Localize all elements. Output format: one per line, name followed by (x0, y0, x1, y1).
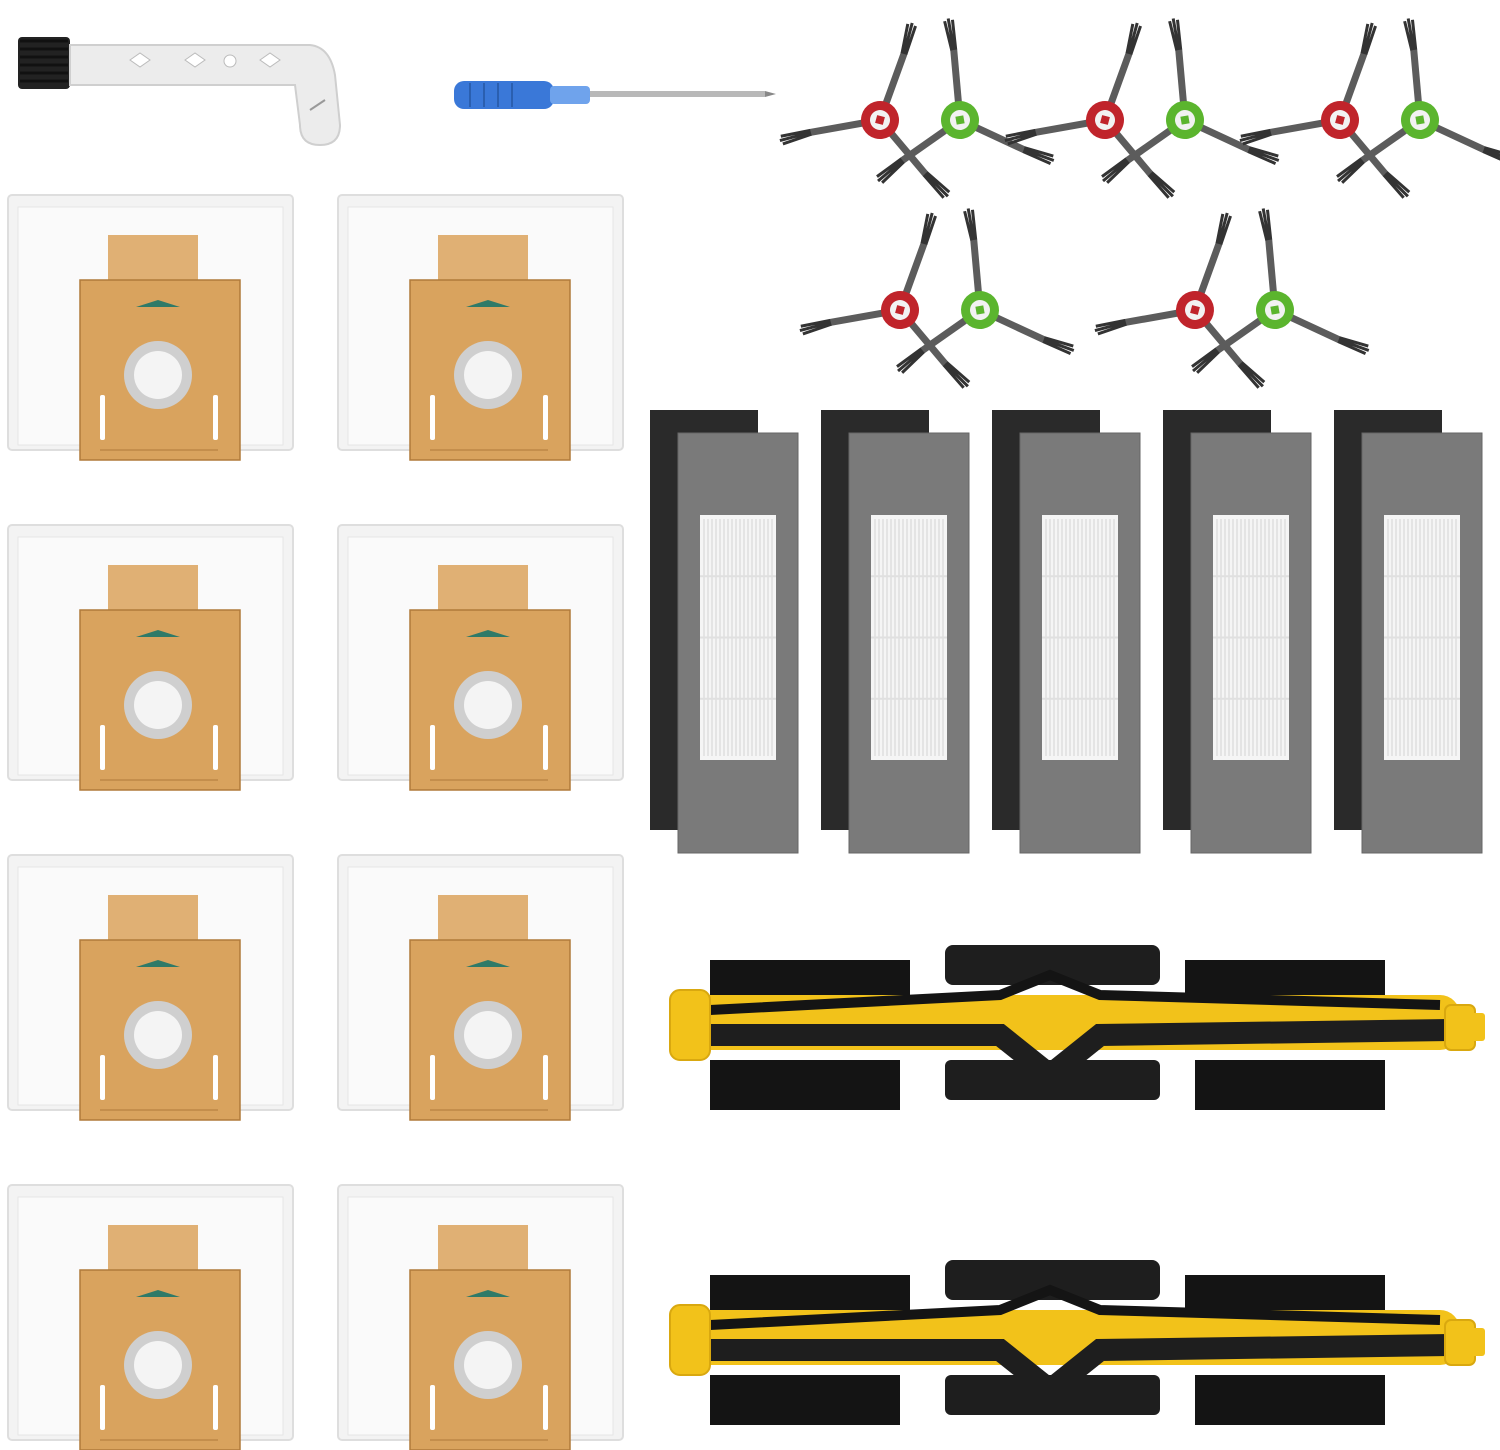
side-brush-icon (779, 22, 951, 199)
dust-bag-icon (7, 854, 294, 1121)
side-brush-icon (1101, 18, 1280, 184)
side-brush-icon (1336, 18, 1500, 184)
cleaning-brush-tool-icon (10, 15, 350, 155)
side-brush-icon (896, 208, 1075, 374)
hepa-filter-icon (1334, 410, 1483, 854)
main-brush-top (669, 935, 1490, 1125)
hepa-filter-icon (650, 410, 799, 854)
roller-brush-icon (669, 1260, 1485, 1425)
hepa-filter-icon (992, 410, 1141, 854)
side-brush-icon (1191, 208, 1370, 374)
dust-bag-icon (7, 194, 294, 461)
hepa-filter-icon (821, 410, 970, 854)
roller-brush-icon (669, 945, 1485, 1110)
side-brush-icon (799, 212, 971, 389)
side-brush-icon (1004, 22, 1176, 199)
filter-row (645, 405, 1500, 865)
side-brush-icon (1094, 212, 1266, 389)
dust-bag-icon (337, 1184, 624, 1450)
dust-bag-icon (337, 854, 624, 1121)
dust-bag-icon (7, 1184, 294, 1450)
side-brush-set (779, 0, 1500, 389)
dust-bag-icon (337, 524, 624, 791)
main-brush-bottom (669, 1250, 1490, 1440)
side-brush-icon (1239, 22, 1411, 199)
side-brush-icon (876, 18, 1055, 184)
dust-bag-icon (337, 194, 624, 461)
dust-bag-icon (7, 524, 294, 791)
dust-bag-grid (0, 190, 624, 1450)
hepa-filter-icon (1163, 410, 1312, 854)
screwdriver-icon (450, 75, 780, 115)
